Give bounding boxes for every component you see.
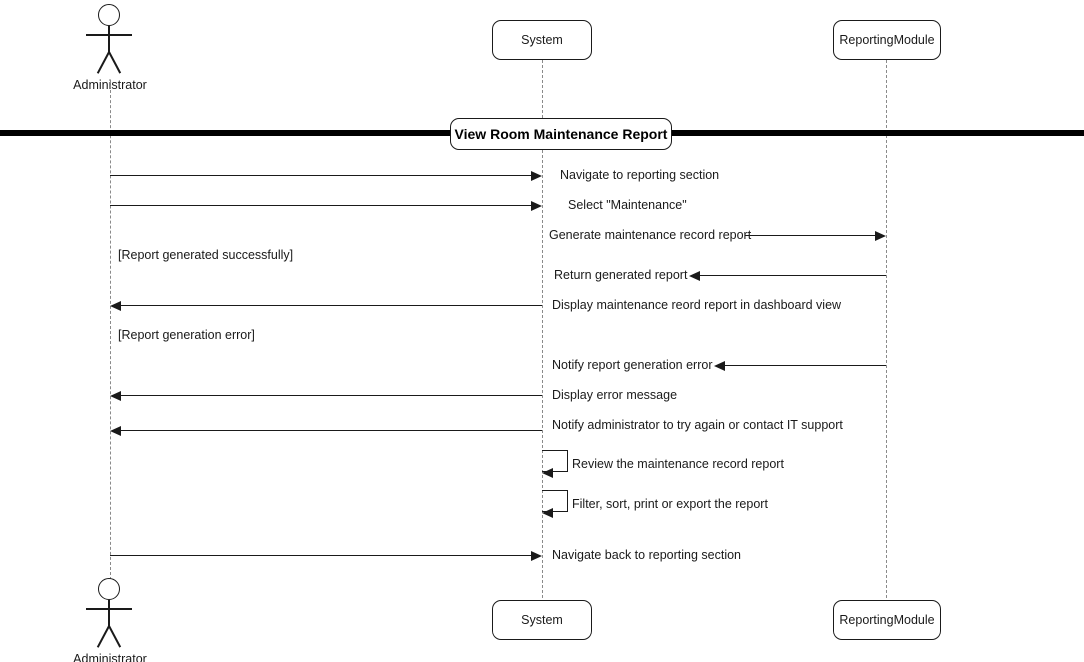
message-arrowhead-5 — [110, 300, 121, 311]
message-arrowhead-7 — [110, 390, 121, 401]
message-arrowhead-3 — [875, 230, 886, 241]
self-message-loop-10 — [542, 490, 568, 512]
message-line-6 — [725, 365, 886, 367]
actor-leg-right-icon — [108, 625, 121, 648]
actor-label-administrator-top: Administrator — [73, 78, 147, 92]
participant-label-reportingmodule-bottom: ReportingModule — [839, 613, 935, 627]
message-label-5: Display maintenance reord report in dash… — [552, 298, 842, 312]
message-label-8: Notify administrator to try again or con… — [552, 418, 843, 432]
actor-leg-left-icon — [97, 625, 110, 648]
message-line-4 — [700, 275, 886, 277]
participant-label-system-top: System — [521, 33, 563, 47]
participant-system-top[interactable]: System — [492, 20, 592, 60]
message-line-1 — [110, 175, 531, 177]
message-line-7 — [121, 395, 542, 397]
actor-body-icon — [108, 26, 110, 54]
lifeline-system — [542, 60, 543, 598]
diagram-title-box: View Room Maintenance Report — [450, 118, 672, 150]
actor-leg-left-icon — [97, 51, 110, 74]
participant-system-bottom[interactable]: System — [492, 600, 592, 640]
message-line-5 — [121, 305, 542, 307]
participant-label-system-bottom: System — [521, 613, 563, 627]
guard-condition-error: [Report generation error] — [118, 328, 255, 342]
message-arrowhead-1 — [531, 170, 542, 181]
message-label-1: Navigate to reporting section — [560, 168, 720, 182]
message-label-2: Select "Maintenance" — [568, 198, 687, 212]
lifeline-reportingmodule — [886, 60, 887, 598]
message-arrowhead-6 — [714, 360, 725, 371]
actor-leg-right-icon — [108, 51, 121, 74]
message-label-6: Notify report generation error — [552, 358, 713, 372]
actor-body-icon — [108, 600, 110, 628]
diagram-title: View Room Maintenance Report — [454, 126, 668, 142]
self-message-loop-9 — [542, 450, 568, 472]
message-arrowhead-4 — [689, 270, 700, 281]
actor-label-administrator-bottom: Administrator — [73, 652, 147, 662]
self-message-arrowhead-10 — [542, 507, 553, 518]
participant-reportingmodule-top[interactable]: ReportingModule — [833, 20, 941, 60]
participant-reportingmodule-bottom[interactable]: ReportingModule — [833, 600, 941, 640]
message-arrowhead-8 — [110, 425, 121, 436]
message-label-11: Navigate back to reporting section — [552, 548, 741, 562]
message-line-2 — [110, 205, 531, 207]
message-line-11 — [110, 555, 531, 557]
lifeline-administrator — [110, 80, 111, 580]
message-line-8 — [121, 430, 542, 432]
message-arrowhead-11 — [531, 550, 542, 561]
guard-condition-success: [Report generated successfully] — [118, 248, 294, 262]
message-label-9: Review the maintenance record report — [572, 457, 784, 471]
participant-label-reportingmodule-top: ReportingModule — [839, 33, 935, 47]
self-message-arrowhead-9 — [542, 467, 553, 478]
message-label-4: Return generated report — [554, 268, 688, 282]
message-line-3 — [745, 235, 875, 237]
actor-head-icon — [98, 578, 120, 600]
message-label-10: Filter, sort, print or export the report — [572, 497, 768, 511]
message-label-7: Display error message — [552, 388, 678, 402]
message-arrowhead-2 — [531, 200, 542, 211]
message-label-3: Generate maintenance record report — [549, 228, 752, 242]
actor-head-icon — [98, 4, 120, 26]
